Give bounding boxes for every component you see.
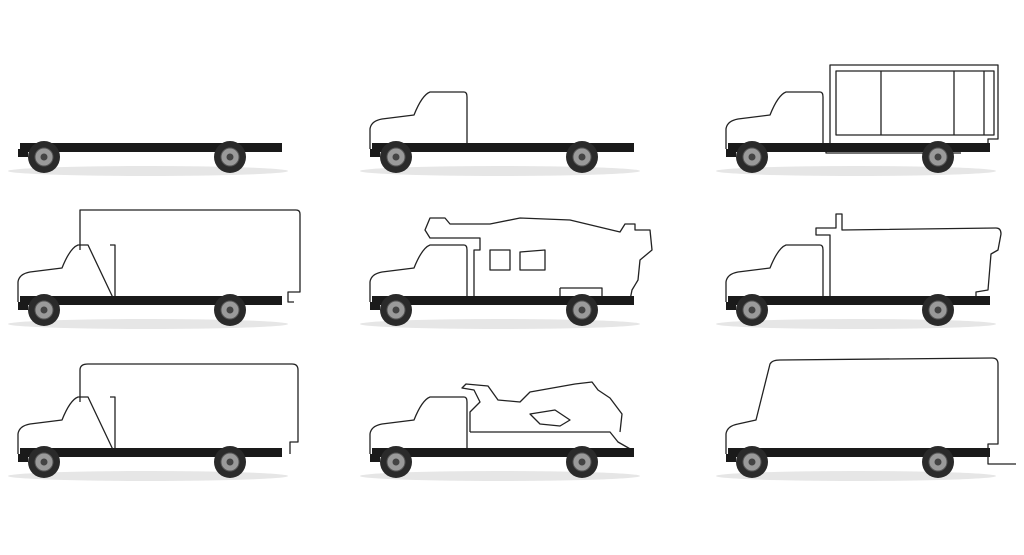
wheel-hub [226,458,234,466]
body-outline [79,363,299,454]
wheel-hub [578,458,586,466]
truck-cab-chassis [360,91,640,176]
front-bumper [18,149,28,157]
front-bumper [370,302,380,310]
body-outline [424,217,653,301]
chassis-frame [728,448,990,457]
front-bumper [18,302,28,310]
wheel-hub [934,458,942,466]
chassis-frame [372,296,634,305]
wheel-hub [226,153,234,161]
chassis-frame [20,448,282,457]
body-outline [79,209,301,303]
wheel-hub [40,153,48,161]
chassis-frame [728,143,990,152]
truck-step-van-body [716,357,1016,481]
body-outline [369,244,468,302]
chassis-frame [728,296,990,305]
body-outline [369,91,468,149]
front-bumper [726,454,736,462]
front-bumper [726,302,736,310]
body-outline [110,396,116,450]
ground-shadow [360,166,640,176]
wheel-hub [748,153,756,161]
wheel-hub [392,306,400,314]
wheel-hub [934,153,942,161]
wheel-hub [934,306,942,314]
body-outline [880,71,985,135]
truck-tow-wrecker-body [360,381,640,481]
ground-shadow [716,319,996,329]
ground-shadow [360,471,640,481]
body-outline [17,244,116,303]
chassis-frame [20,143,282,152]
body-outline [17,396,116,455]
body-outline [461,381,623,433]
front-bumper [18,454,28,462]
body-outline [110,244,116,298]
wheel-hub [578,306,586,314]
ground-shadow [8,319,288,329]
body-outline [489,249,546,271]
ground-shadow [8,471,288,481]
body-outline [529,409,571,427]
ground-shadow [360,319,640,329]
wheel-hub [392,458,400,466]
truck-box-body [8,209,301,329]
body-outline [725,244,824,302]
wheel-hub [392,153,400,161]
ground-shadow [8,166,288,176]
chassis-frame [20,296,282,305]
body-outline [369,396,468,454]
wheel-hub [40,306,48,314]
wheel-hub [748,306,756,314]
chassis-frame [372,448,634,457]
truck-stake-body [716,64,999,176]
body-outline [725,91,824,149]
ground-shadow [716,471,996,481]
wheel-hub [40,458,48,466]
truck-cutaway-van-body [8,363,299,481]
body-outline [725,357,999,454]
ground-shadow [716,166,996,176]
wheel-hub [578,153,586,161]
body-outline [829,64,999,145]
truck-service-crane-body [360,217,653,329]
wheel-hub [226,306,234,314]
chassis-frame [372,143,634,152]
wheel-hub [748,458,756,466]
truck-chassis-only [8,141,288,176]
truck-dump-body [716,213,1002,329]
front-bumper [370,454,380,462]
body-outline [835,70,995,136]
front-bumper [726,149,736,157]
body-outline [815,213,1002,302]
front-bumper [370,149,380,157]
